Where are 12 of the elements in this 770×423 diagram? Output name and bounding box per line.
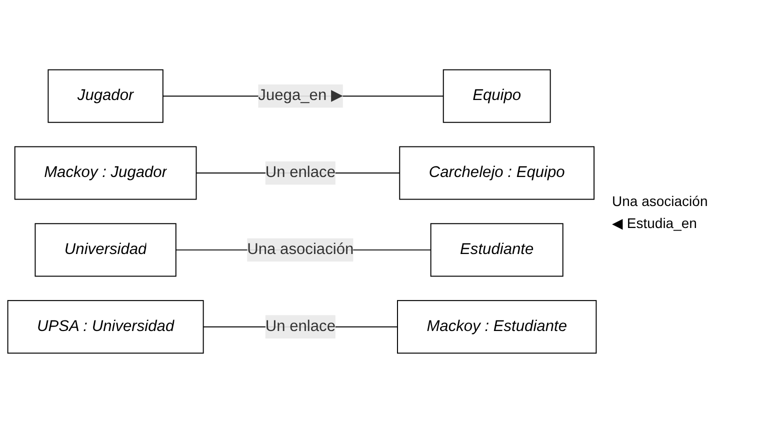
node-box: Equipo (442, 69, 551, 123)
note-label: Una asociación (612, 192, 709, 208)
node-box: Carchelejo : Equipo (399, 146, 595, 200)
node-box: Mackoy : Estudiante (397, 300, 597, 354)
node-box: Estudiante (430, 223, 564, 277)
edge-label: Un enlace (265, 318, 336, 335)
edge-label: Una asociación (247, 241, 354, 258)
edge-label: Juega_en ▶ (258, 87, 343, 104)
edge-label: Un enlace (265, 164, 336, 181)
node-box: Universidad (34, 223, 176, 277)
node-box: UPSA : Universidad (7, 300, 204, 354)
note-label: ◀ Estudia_en (612, 214, 698, 230)
